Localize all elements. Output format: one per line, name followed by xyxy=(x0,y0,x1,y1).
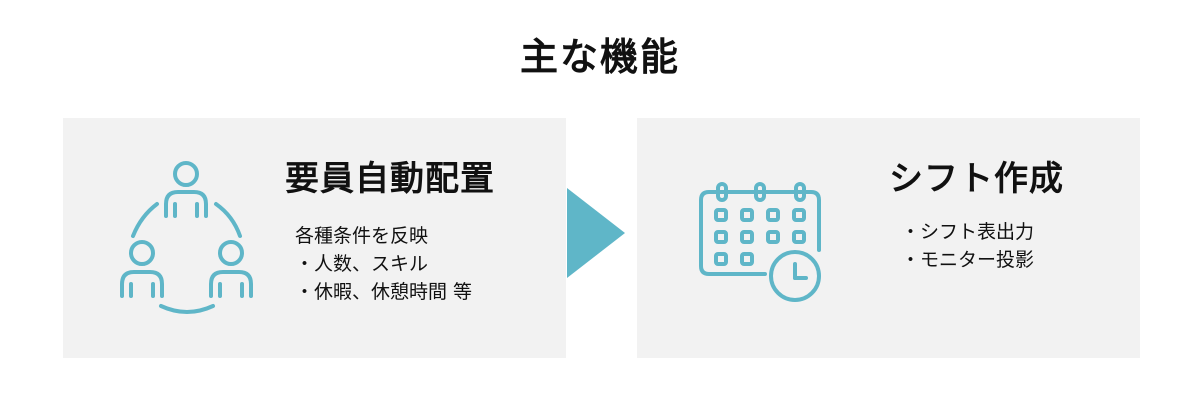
card-title: シフト作成 xyxy=(889,159,1064,199)
card-feature-list: 各種条件を反映 ・人数、スキル ・休暇、休憩時間 等 xyxy=(295,222,472,306)
card-line: ・人数、スキル xyxy=(295,253,429,275)
page-title: 主な機能 xyxy=(519,35,680,79)
feature-card-shift-creation: シフト作成 ・シフト表出力 ・モニター投影 xyxy=(637,118,1140,358)
card-line: ・モニター投影 xyxy=(901,249,1035,271)
calendar-clock-icon xyxy=(695,180,829,304)
card-line: ・休暇、休憩時間 等 xyxy=(295,281,473,303)
card-line: ・シフト表出力 xyxy=(901,221,1035,243)
team-people-icon xyxy=(113,158,263,318)
feature-card-auto-staffing: 要員自動配置 各種条件を反映 ・人数、スキル ・休暇、休憩時間 等 xyxy=(63,118,566,358)
arrow-right-icon xyxy=(567,188,627,278)
card-title: 要員自動配置 xyxy=(285,159,495,199)
card-line: 各種条件を反映 xyxy=(295,225,429,247)
card-feature-list: ・シフト表出力 ・モニター投影 xyxy=(901,218,1034,274)
